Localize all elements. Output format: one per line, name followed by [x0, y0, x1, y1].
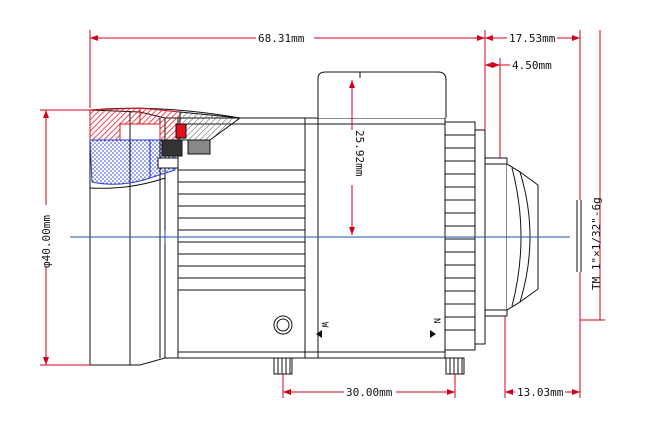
svg-text:W: W	[319, 322, 329, 328]
dim-back-length: 17.53mm	[509, 32, 556, 45]
lock-screw-left	[273, 357, 293, 375]
dim-mount-depth: 13.03mm	[517, 386, 564, 399]
aperture-knob	[273, 315, 293, 335]
dim-flange-offset: 4.50mm	[512, 59, 552, 72]
rear-ring-knurl	[445, 134, 475, 331]
lens-body	[89, 71, 582, 366]
svg-text:N: N	[431, 318, 441, 323]
dimension-labels: 68.31mm 17.53mm 4.50mm 25.92mm φ40.00mm …	[38, 31, 603, 399]
wide-label: W	[316, 322, 329, 338]
lens-cutaway-section	[89, 107, 242, 185]
dim-overall-length: 68.31mm	[258, 32, 305, 45]
dim-height: 25.92mm	[353, 130, 366, 177]
lock-screw-right	[445, 357, 465, 375]
focus-ring-grooves	[178, 169, 305, 291]
thread-spec: TM 1"×1/32"-6g	[590, 197, 603, 290]
near-label: N	[430, 318, 441, 338]
dim-diameter: φ40.00mm	[40, 215, 53, 268]
dim-screw-spacing: 30.00mm	[346, 386, 393, 399]
